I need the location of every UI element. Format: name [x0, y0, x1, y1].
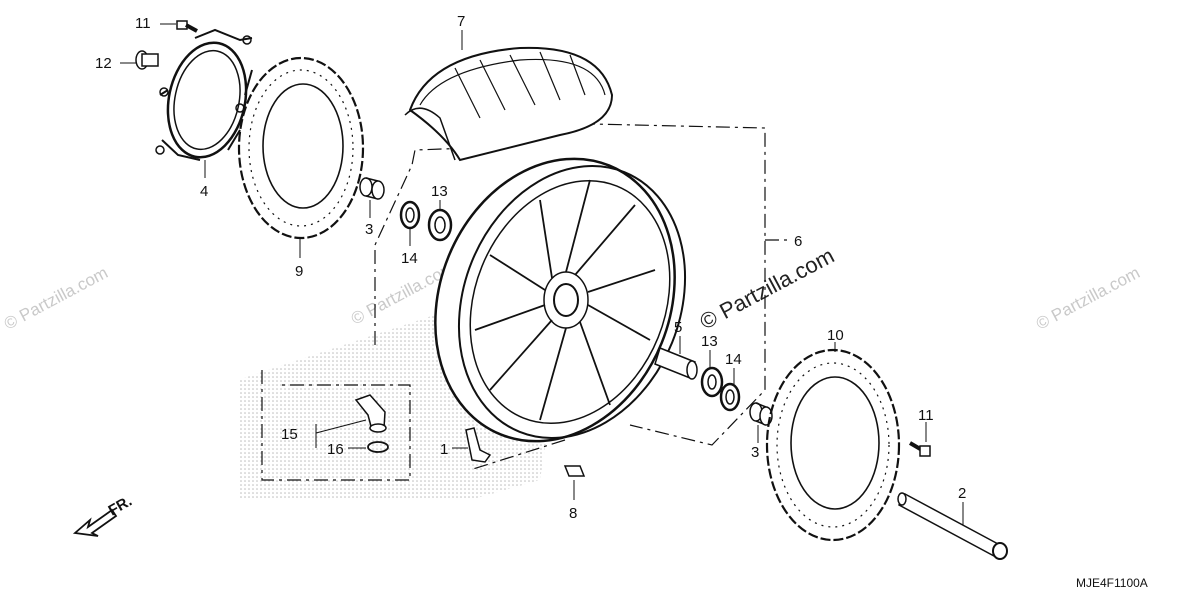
callout-9: 9 — [295, 263, 303, 280]
collar-left — [359, 177, 385, 218]
angled-valve — [315, 394, 387, 434]
dust-seal-right — [719, 368, 741, 412]
callout-2: 2 — [958, 485, 966, 502]
distance-collar — [654, 336, 698, 380]
balance-weight — [563, 465, 586, 500]
bolt-top — [160, 20, 198, 33]
o-ring — [315, 424, 389, 453]
disc-carrier-plate — [155, 28, 253, 178]
callout-11-top: 11 — [135, 15, 151, 32]
tire — [404, 30, 614, 162]
callout-6: 6 — [794, 233, 802, 250]
callout-3-right: 3 — [751, 444, 759, 461]
callout-16: 16 — [327, 441, 344, 458]
callout-8: 8 — [569, 505, 577, 522]
front-axle — [897, 492, 1008, 560]
callout-14-right: 14 — [725, 351, 742, 368]
brake-disc-right — [765, 342, 901, 542]
watermark-center: © Partzilla.com — [696, 243, 839, 335]
callouts: 11 12 4 9 7 3 13 14 6 5 13 14 10 11 3 2 … — [95, 13, 966, 522]
tire-valve — [452, 427, 492, 463]
callout-13-top: 13 — [431, 183, 448, 200]
valve-group-bracket — [261, 370, 411, 481]
callout-5: 5 — [674, 319, 682, 336]
callout-3-left: 3 — [365, 221, 373, 238]
callout-10: 10 — [827, 327, 844, 344]
bolt-right — [908, 422, 931, 457]
callout-11-right: 11 — [918, 407, 934, 424]
collar-right — [749, 402, 773, 443]
watermark-right: © Partzilla.com — [1033, 263, 1143, 334]
callout-4: 4 — [200, 183, 208, 200]
front-direction-arrow: FR. — [72, 493, 135, 537]
callout-12: 12 — [95, 55, 112, 72]
collar-bolt — [120, 50, 159, 70]
bearing-right — [700, 350, 724, 398]
callout-14-top: 14 — [401, 250, 418, 267]
callout-1: 1 — [440, 441, 448, 458]
bearing-top — [427, 200, 453, 242]
watermark-left: © Partzilla.com — [1, 263, 111, 334]
diagram-code: MJE4F1100A — [1076, 576, 1148, 590]
dust-seal-top — [399, 200, 421, 246]
brake-disc-left — [237, 56, 365, 258]
callout-7: 7 — [457, 13, 465, 30]
front-wheel — [434, 157, 687, 443]
callout-13-right: 13 — [701, 333, 718, 350]
callout-15: 15 — [281, 426, 298, 443]
